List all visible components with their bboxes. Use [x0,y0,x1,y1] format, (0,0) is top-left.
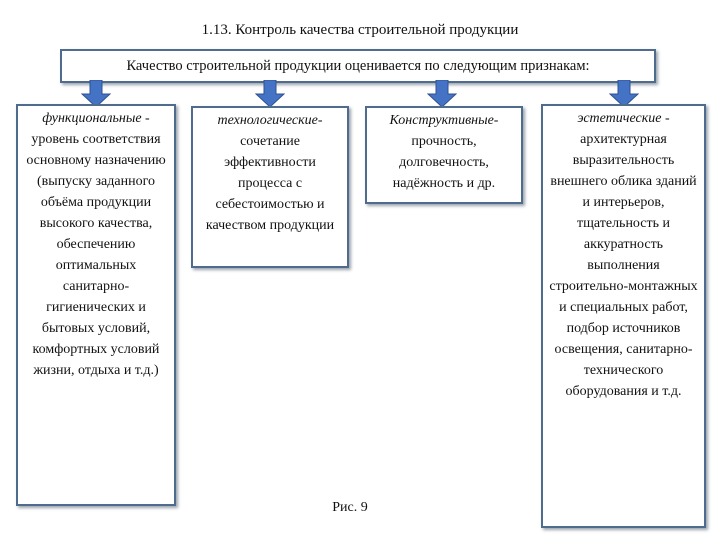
box-text: архитектурная выразительность внешнего о… [549,132,698,399]
technological-box: технологические- сочетание эффективности… [191,106,349,268]
figure-caption: Рис. 9 [332,500,368,515]
box-heading: функциональные - [42,111,150,126]
aesthetic-box: эстетические - архитектурная выразительн… [541,104,706,528]
box-text: сочетание эффективности процесса с себес… [205,134,335,233]
box-heading: эстетические - [577,111,670,126]
box-heading: технологические- [217,113,323,128]
down-arrow-icon [609,80,639,108]
down-arrow-icon [255,80,285,108]
box-text: прочность, долговечность, надёжность и д… [392,134,496,191]
header-box: Качество строительной продукции оценивае… [60,49,656,83]
box-text: уровень соответствия основному назначени… [26,132,166,378]
constructive-box: Конструктивные- прочность, долговечность… [365,106,523,204]
down-arrow-icon [427,80,457,108]
box-heading: Конструктивные- [389,113,499,128]
functional-box: функциональные - уровень соответствия ос… [16,104,176,506]
diagram-title: 1.13. Контроль качества строительной про… [201,22,519,38]
down-arrow-icon [81,80,111,108]
header-text: Качество строительной продукции оценивае… [126,57,590,74]
